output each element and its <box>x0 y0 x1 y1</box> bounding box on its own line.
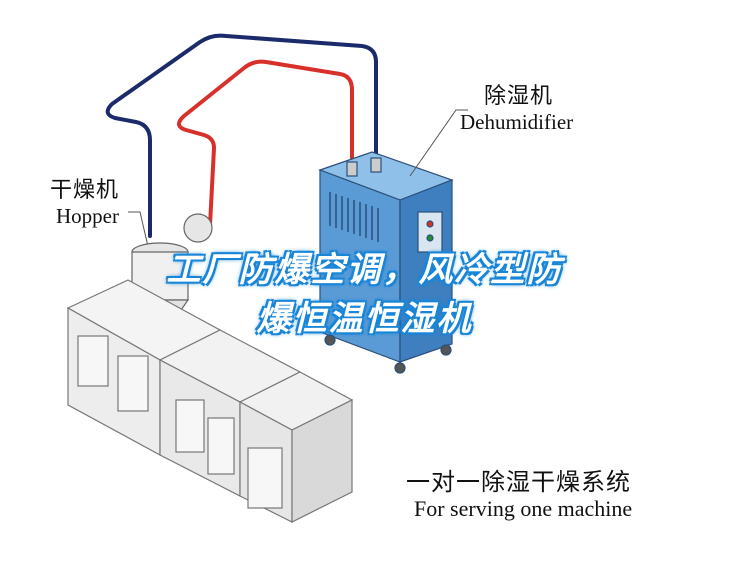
dehumidifier-cabinet <box>318 151 454 374</box>
system-label-en: For serving one machine <box>414 496 633 521</box>
panel-button <box>426 220 434 228</box>
dehumidifier-leader <box>409 109 468 177</box>
system-label-cn: 一对一除湿干燥系统 <box>406 468 631 496</box>
overlay-title: 工厂防爆空调，风冷型防 爆恒温恒湿机 <box>0 242 729 340</box>
machine-end-side <box>291 399 353 523</box>
caster-wheel <box>440 344 452 356</box>
machine-panel <box>207 417 235 475</box>
caster-wheel <box>394 362 406 374</box>
leader-lines <box>128 109 468 256</box>
supply-pipe <box>105 33 378 238</box>
overlay-title-line-2: 爆恒温恒湿机 <box>256 299 473 339</box>
panel-button <box>426 234 434 242</box>
pipe-connector <box>370 157 382 173</box>
machine-panel <box>117 355 149 412</box>
cabinet-vents <box>329 192 379 242</box>
machine-panel <box>175 399 205 453</box>
machine-panel <box>247 447 283 509</box>
hopper-label-cn: 干燥机 <box>50 178 120 203</box>
hopper-label-en: Hopper <box>56 204 119 228</box>
machine-panel <box>77 335 109 387</box>
blower <box>183 213 213 243</box>
caster-wheel <box>324 334 336 346</box>
return-pipe <box>177 59 354 227</box>
dehumidifier-label-en: Dehumidifier <box>460 110 574 134</box>
pipe-connector <box>346 161 358 177</box>
overlay-title-line-1: 工厂防爆空调，风冷型防 <box>166 250 563 290</box>
control-panel <box>417 211 443 253</box>
hopper-leader <box>128 211 151 256</box>
dehumidifier-label-cn: 除湿机 <box>484 84 554 109</box>
pipes <box>105 33 378 238</box>
molding-machine <box>66 279 354 523</box>
